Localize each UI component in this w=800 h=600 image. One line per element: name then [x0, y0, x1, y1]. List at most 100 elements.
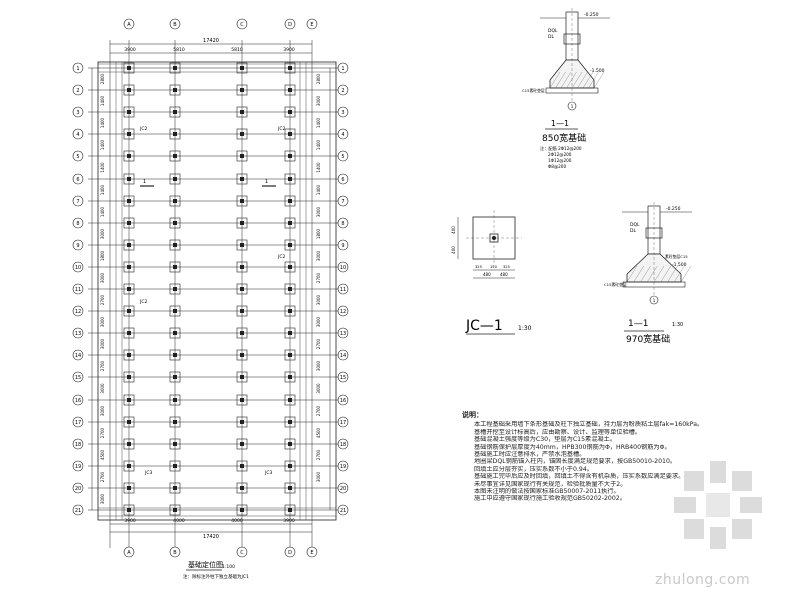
elevation-top: -0.250 — [666, 206, 681, 212]
footing-label: JC2 — [277, 126, 285, 132]
footing — [169, 416, 181, 428]
hatch-line — [588, 71, 599, 89]
column — [240, 199, 244, 203]
column — [240, 398, 244, 402]
footing — [284, 460, 296, 472]
column — [240, 177, 244, 181]
footing-label: JC3 — [144, 470, 152, 476]
axis-label-left: 14 — [75, 353, 81, 359]
column — [127, 132, 131, 136]
dim: 400 — [451, 246, 456, 254]
footing — [284, 416, 296, 428]
axis-label-left: 11 — [75, 287, 81, 293]
axis-bubble-top — [284, 18, 296, 30]
general-notes: 说明： 本工程基础采用墙下条形基础及柱下独立基础，持力层为粉质粘土层fak=16… — [462, 411, 712, 503]
footing — [123, 217, 135, 229]
column — [288, 66, 292, 70]
axis-label-top: B — [173, 22, 177, 28]
axis-label-left: 9 — [76, 243, 79, 249]
axis-label-right: 15 — [340, 375, 346, 381]
axis-label-right: 19 — [340, 464, 346, 470]
footing — [236, 128, 248, 140]
column — [240, 88, 244, 92]
column — [288, 132, 292, 136]
footing — [284, 482, 296, 494]
footing — [169, 261, 181, 273]
column — [127, 110, 131, 114]
footing — [236, 84, 248, 96]
footing — [169, 128, 181, 140]
axis-label-right: 8 — [341, 221, 344, 227]
footing — [123, 239, 135, 251]
dim-left: 1400 — [100, 139, 105, 150]
dim-left: 1400 — [100, 206, 105, 217]
column — [288, 442, 292, 446]
column — [288, 331, 292, 335]
column — [240, 110, 244, 114]
axis-label-bottom: E — [310, 550, 313, 556]
dim-left: 3000 — [100, 338, 105, 349]
column — [288, 398, 292, 402]
axis-label-right: 20 — [340, 486, 346, 492]
pad-label: C15素砼垫层 — [522, 88, 545, 93]
note-item: 施工中应遵守国家现行施工验收规范GB50202-2002。 — [474, 495, 712, 502]
footing — [284, 504, 296, 516]
footing — [284, 128, 296, 140]
footing — [169, 150, 181, 162]
dim-right: 2700 — [316, 338, 321, 349]
axis-bubble-right — [337, 305, 349, 317]
section-cut-label: 1 — [265, 179, 268, 185]
axis-label-right: 4 — [341, 132, 344, 138]
footing — [123, 62, 135, 74]
dim-right: 2700 — [316, 272, 321, 283]
footing — [236, 217, 248, 229]
dim-right: 2700 — [316, 405, 321, 416]
axis-label-left: 15 — [75, 375, 81, 381]
footing — [169, 84, 181, 96]
axis-bubble-right — [337, 438, 349, 450]
footing — [169, 438, 181, 450]
dql-label: DQL — [548, 28, 558, 34]
dim: 480 — [500, 272, 508, 277]
footing-label: JC2 — [139, 299, 147, 305]
axis-bubble-right — [337, 84, 349, 96]
axis-bubble-top — [236, 18, 248, 30]
dim-left: 3000 — [100, 272, 105, 283]
dim-top: 5810 — [173, 47, 185, 53]
column — [173, 66, 177, 70]
footing — [169, 371, 181, 383]
axis-label-bottom: A — [127, 550, 131, 556]
dim-bottom: 3900 — [124, 518, 136, 524]
column — [127, 287, 131, 291]
footing — [284, 438, 296, 450]
column — [127, 221, 131, 225]
axis-label-bottom: C — [240, 550, 244, 556]
axis-label-bottom: B — [173, 550, 177, 556]
column — [127, 265, 131, 269]
axis-label-right: 9 — [341, 243, 344, 249]
axis-label-left: 20 — [75, 486, 81, 492]
axis-label-right: 17 — [340, 420, 346, 426]
axis-label-right: 1 — [341, 66, 344, 72]
axis-bubble-left — [72, 460, 84, 472]
column — [240, 132, 244, 136]
axis-label-right: 21 — [340, 508, 346, 514]
axis-bubble-right — [337, 394, 349, 406]
note-item: 基础钢筋保护层厚度为40mm，HPB300钢筋为Φ，HRB400钢筋为Φ。 — [474, 444, 712, 451]
column — [173, 442, 177, 446]
axis-bubble-label: 1 — [571, 104, 574, 109]
axis-bubble-right — [337, 504, 349, 516]
axis-bubble-right — [337, 173, 349, 185]
column — [288, 243, 292, 247]
footing — [284, 371, 296, 383]
footing — [284, 283, 296, 295]
note-item: 未尽事宜详见国家现行有关规范，检验批质量不大于2。 — [474, 481, 712, 488]
dim-right: 3000 — [316, 316, 321, 327]
zhulong-logo-watermark — [674, 461, 762, 549]
axis-label-right: 18 — [340, 442, 346, 448]
axis-bubble-left — [72, 371, 84, 383]
axis-bubble-top — [306, 18, 318, 30]
column — [173, 375, 177, 379]
column — [288, 177, 292, 181]
